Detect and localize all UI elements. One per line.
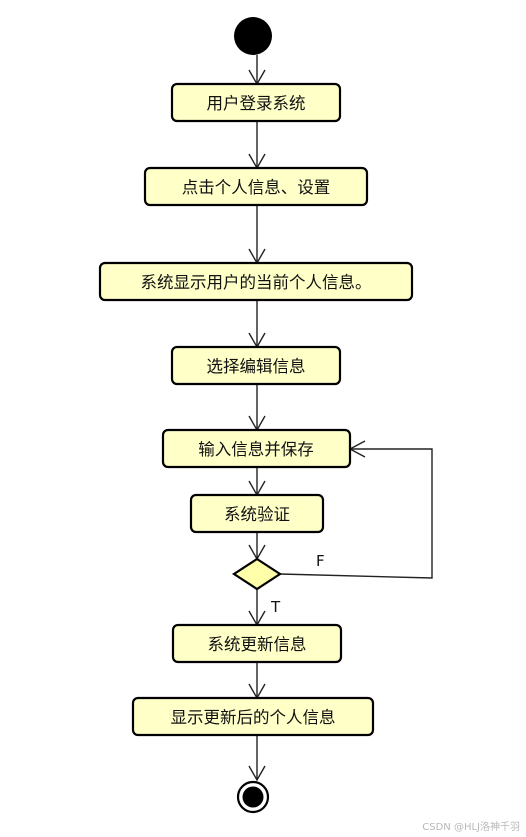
activity-show-info: 系统显示用户的当前个人信息。 bbox=[98, 261, 414, 302]
arrow-head bbox=[248, 765, 266, 782]
end-node bbox=[236, 780, 270, 814]
activity-show-updated: 显示更新后的个人信息 bbox=[131, 696, 375, 737]
activity-label: 系统验证 bbox=[224, 505, 290, 524]
activity-login: 用户登录系统 bbox=[170, 82, 342, 123]
decision-node bbox=[231, 557, 283, 591]
activity-label: 输入信息并保存 bbox=[198, 440, 314, 459]
activity-label: 点击个人信息、设置 bbox=[182, 178, 331, 197]
activity-label: 用户登录系统 bbox=[207, 94, 306, 113]
activity-click-settings: 点击个人信息、设置 bbox=[143, 166, 369, 207]
edge-decision-false-loop bbox=[279, 448, 433, 579]
watermark: CSDN @HLJ洛神千羽 bbox=[422, 822, 520, 833]
guard-false-label: F bbox=[316, 552, 325, 570]
activity-update: 系统更新信息 bbox=[171, 623, 343, 664]
start-node bbox=[234, 17, 272, 55]
guard-true-label: T bbox=[270, 598, 281, 616]
activity-verify: 系统验证 bbox=[189, 493, 325, 534]
activity-label: 显示更新后的个人信息 bbox=[171, 708, 336, 727]
activity-input-save: 输入信息并保存 bbox=[161, 428, 352, 469]
flow-edges bbox=[248, 55, 433, 782]
activity-label: 选择编辑信息 bbox=[207, 357, 306, 376]
activity-label: 系统显示用户的当前个人信息。 bbox=[141, 273, 372, 292]
activity-label: 系统更新信息 bbox=[208, 635, 307, 654]
activity-choose-edit: 选择编辑信息 bbox=[170, 345, 342, 386]
